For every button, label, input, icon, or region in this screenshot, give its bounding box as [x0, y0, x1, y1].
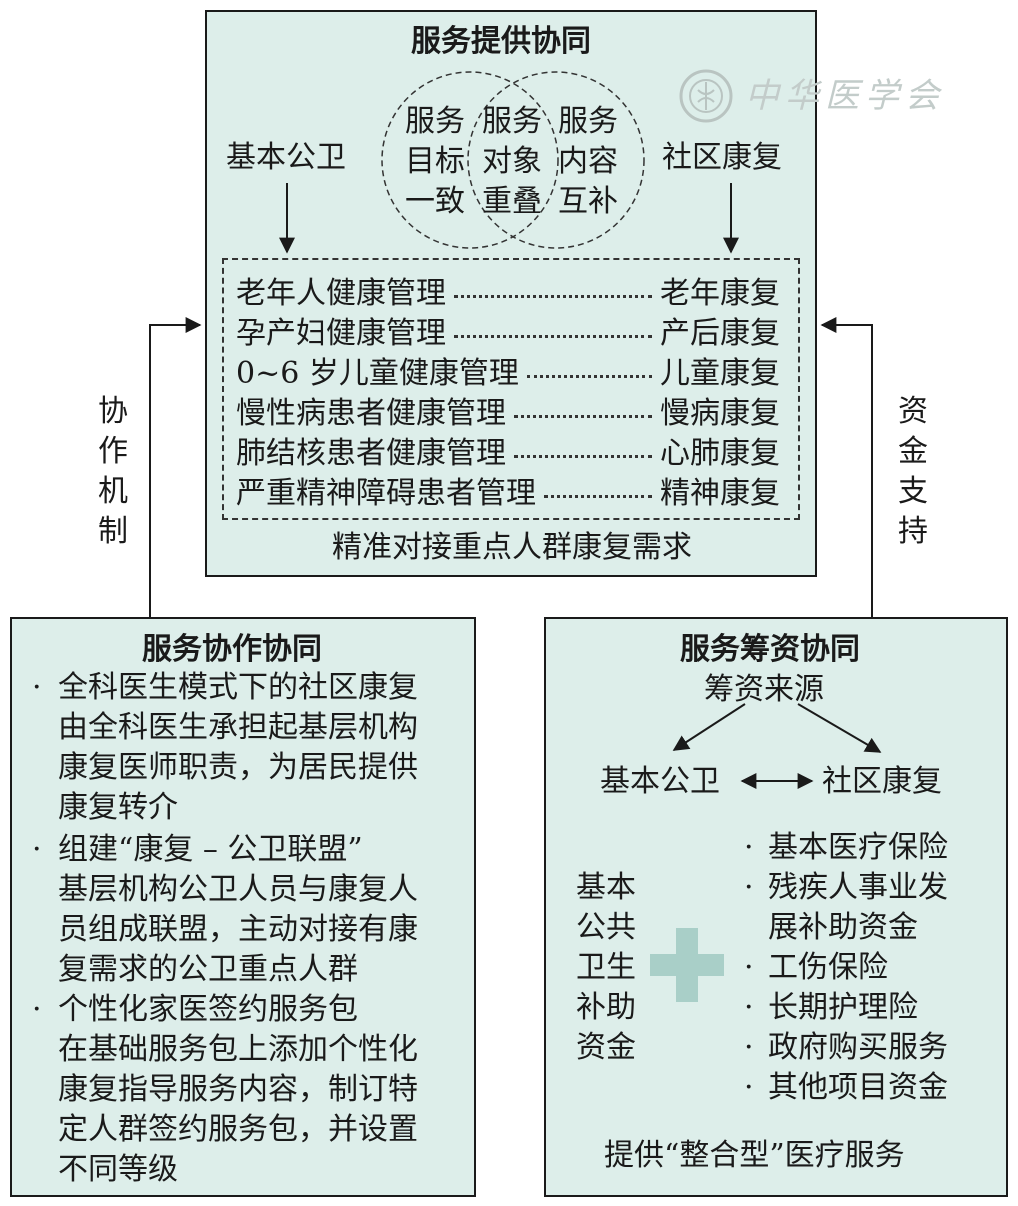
- public-health-subsidy-line: 卫生: [576, 950, 636, 985]
- target-row-right: 儿童康复: [660, 356, 780, 391]
- target-row-left: 慢性病患者健康管理: [236, 396, 506, 431]
- leader-dots: [454, 294, 652, 298]
- fund-item: 长期护理险: [768, 990, 918, 1025]
- venn-left-line-3: 一致: [405, 184, 465, 219]
- collab-item-1-line: 康复转介: [58, 790, 178, 825]
- financing-community-rehab-node: 社区康复: [822, 764, 942, 799]
- funding-support-label: 资金支持: [898, 394, 928, 549]
- service-financing-title: 服务筹资协同: [680, 632, 860, 667]
- funding-arrow-right-diag: [797, 703, 882, 753]
- venn-left-line-1: 服务: [405, 104, 465, 139]
- leader-dots: [454, 334, 652, 338]
- fund-item: 展补助资金: [768, 910, 918, 945]
- financing-footer: 提供“整合型”医疗服务: [604, 1138, 905, 1173]
- collab-item-2-line: 基层机构公卫人员与康复人: [58, 872, 418, 907]
- community-rehab-label: 社区康复: [662, 140, 782, 175]
- fund-item: 政府购买服务: [768, 1030, 948, 1065]
- public-health-subsidy-line: 资金: [576, 1030, 636, 1065]
- funding-arrow: [820, 317, 873, 617]
- basic-public-health-label: 基本公卫: [226, 140, 346, 175]
- financing-basic-public-health-node: 基本公卫: [600, 764, 720, 799]
- fund-item: 残疾人事业发: [768, 870, 948, 905]
- venn-right-line-1: 服务: [558, 104, 618, 139]
- target-row: 严重精神障碍患者管理 精神康复: [236, 470, 780, 511]
- target-row: 0~6 岁儿童健康管理 儿童康复: [236, 350, 780, 391]
- collab-item-3-line: 定人群签约服务包，并设置: [58, 1112, 418, 1147]
- collab-item-2-line: 员组成联盟，主动对接有康: [58, 912, 418, 947]
- collab-item-3-line: 不同等级: [58, 1152, 178, 1187]
- target-row-left: 0~6 岁儿童健康管理: [236, 356, 519, 391]
- target-row-left: 肺结核患者健康管理: [236, 436, 506, 471]
- bullet-dot: ·: [744, 950, 754, 985]
- fund-item: 基本医疗保险: [768, 830, 948, 865]
- service-collaboration-title: 服务协作协同: [142, 632, 322, 667]
- venn-middle-line-2: 对象: [482, 144, 542, 179]
- bullet-dot: ·: [744, 990, 754, 1025]
- service-collaboration-box: [10, 617, 476, 1197]
- target-row: 肺结核患者健康管理 心肺康复: [236, 430, 780, 471]
- target-row-right: 产后康复: [660, 316, 780, 351]
- funding-source-label: 筹资来源: [704, 672, 824, 707]
- collab-item-1-line: 由全科医生承担起基层机构: [58, 710, 418, 745]
- collaboration-mechanism-label: 协作机制: [98, 394, 128, 549]
- collab-item-3-line: 在基础服务包上添加个性化: [58, 1032, 418, 1067]
- collab-item-3-line: 康复指导服务内容，制订特: [58, 1072, 418, 1107]
- collaboration-arrow: [149, 317, 202, 617]
- target-row: 慢性病患者健康管理 慢病康复: [236, 390, 780, 431]
- venn-right-line-3: 互补: [558, 184, 618, 219]
- target-row: 老年人健康管理 老年康复: [236, 270, 780, 311]
- venn-left-line-2: 目标: [405, 144, 465, 179]
- venn-middle-line-3: 重叠: [482, 184, 542, 219]
- collab-item-3-head: 个性化家医签约服务包: [58, 992, 358, 1027]
- funding-arrow-left-diag: [672, 703, 746, 751]
- service-financing-box: [544, 617, 1008, 1197]
- target-row: 孕产妇健康管理 产后康复: [236, 310, 780, 351]
- target-row-right: 精神康复: [660, 476, 780, 511]
- target-row-left: 严重精神障碍患者管理: [236, 476, 536, 511]
- service-provision-title: 服务提供协同: [411, 24, 591, 59]
- service-provision-box: [205, 10, 817, 577]
- collab-item-1-head: 全科医生模式下的社区康复: [58, 670, 418, 705]
- leader-dots: [514, 454, 652, 458]
- collab-item-1-line: 康复医师职责，为居民提供: [58, 750, 418, 785]
- bullet-dot: ·: [32, 832, 42, 867]
- venn-right-line-2: 内容: [558, 144, 618, 179]
- target-row-right: 慢病康复: [660, 396, 780, 431]
- leader-dots: [514, 414, 652, 418]
- bullet-dot: ·: [744, 870, 754, 905]
- public-health-subsidy-line: 补助: [576, 990, 636, 1025]
- public-health-subsidy-line: 基本: [576, 870, 636, 905]
- fund-item: 其他项目资金: [768, 1070, 948, 1105]
- target-row-right: 心肺康复: [660, 436, 780, 471]
- public-health-subsidy-line: 公共: [576, 910, 636, 945]
- watermark-text: 中华医学会: [745, 76, 945, 116]
- bullet-dot: ·: [32, 670, 42, 705]
- top-box-footer: 精准对接重点人群康复需求: [332, 530, 692, 565]
- watermark-seal-icon: [678, 68, 734, 124]
- bullet-dot: ·: [744, 1030, 754, 1065]
- plus-icon: [650, 928, 724, 1002]
- target-row-right: 老年康复: [660, 276, 780, 311]
- bullet-dot: ·: [32, 992, 42, 1027]
- target-row-left: 孕产妇健康管理: [236, 316, 446, 351]
- collab-item-2-line: 复需求的公卫重点人群: [58, 952, 358, 987]
- venn-middle-line-1: 服务: [482, 104, 542, 139]
- leader-dots: [544, 494, 652, 498]
- leader-dots: [526, 374, 652, 378]
- target-row-left: 老年人健康管理: [236, 276, 446, 311]
- collab-item-2-head: 组建“康复 – 公卫联盟”: [58, 832, 363, 867]
- bullet-dot: ·: [744, 1070, 754, 1105]
- target-groups-dashed-box: [222, 258, 800, 520]
- fund-item: 工伤保险: [768, 950, 888, 985]
- bullet-dot: ·: [744, 830, 754, 865]
